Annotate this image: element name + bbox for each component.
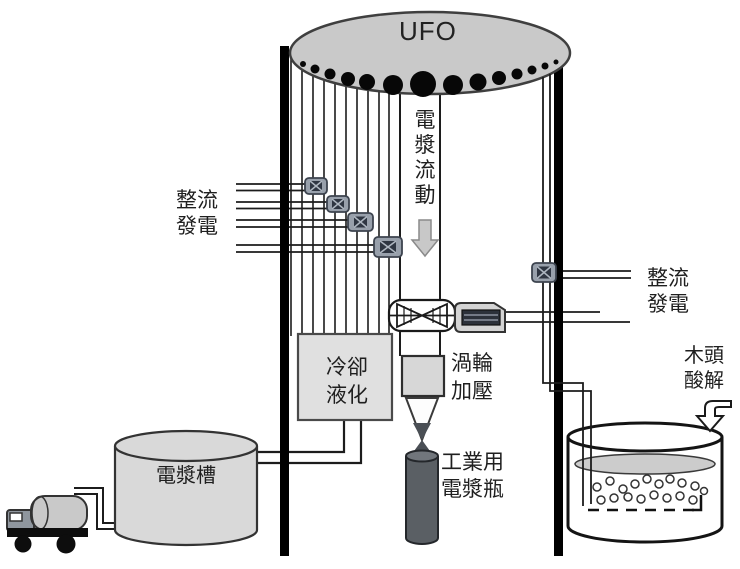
plasma-flow-label: 電漿流動 [414,109,436,207]
truck-wheel [14,535,32,553]
turbo-line1: 渦輪 [451,352,493,375]
rectifier-unit-icon [304,177,328,195]
plasma-tube-lines [399,94,441,356]
industrial-bottle-label: 工業用 電漿瓶 [441,449,513,503]
rectifier-units [304,177,557,283]
turbo-label: 渦輪 加壓 [451,350,505,406]
gas-bottle-icon [405,449,439,545]
turbo-pressurizer-box [400,354,446,398]
wood-acid-line1: 木頭 [684,345,724,367]
plasma-tank-label: 電漿槽 [156,465,216,487]
rectifier-right-line2: 發電 [647,293,689,316]
valve-icon [387,298,462,333]
wood-acid-line2: 酸解 [684,370,724,392]
rectifier-left-line1: 整流 [176,189,218,212]
wood-acid-label: 木頭 酸解 [679,344,729,394]
vat-bubbles [592,474,709,505]
rectifier-unit-icon [531,262,557,283]
acid-vat-icon [566,421,724,544]
cooling-to-tank-pipes [258,420,363,465]
rectifier-unit-icon [373,236,403,258]
motor-icon [454,302,506,333]
storage-cylinder-icon [113,429,259,547]
rectifier-unit-icon [326,195,350,213]
industrial-bottle-line2: 電漿瓶 [441,478,504,501]
turbo-line2: 加壓 [451,380,493,403]
truck-pipe [74,487,118,530]
ufo-port-dots [300,59,559,97]
down-arrow-icon [410,219,440,258]
cooling-liquefaction-box [296,332,394,422]
truck-window [9,512,23,522]
left-pillar [280,46,289,556]
tanker-truck-icon [6,495,88,554]
elbow-arrow-icon [694,400,732,433]
ufo-label: UFO [399,16,457,46]
vat-liquid-surface [574,453,716,475]
rectifier-left-label: 整流 發電 [170,188,224,240]
ufo-saucer-icon [288,10,572,97]
vat-feed-pipes [542,74,592,506]
funnel [404,397,440,458]
rectifier-right-label: 整流 發電 [641,266,695,318]
vat-sparger-pipe [588,495,703,512]
cooling-line2: 液化 [326,384,368,407]
rectifier-right-line1: 整流 [647,267,689,290]
rectifier-unit-icon [347,212,374,232]
industrial-bottle-line1: 工業用 [441,451,504,474]
rectifier-right-wires [505,270,631,323]
right-pillar [554,50,563,556]
cooling-label: 冷卻 液化 [321,354,373,410]
support-pillars [280,46,563,556]
truck-wheel [56,534,76,554]
cooling-line1: 冷卻 [326,356,368,379]
rectifier-left-line2: 發電 [176,215,218,238]
